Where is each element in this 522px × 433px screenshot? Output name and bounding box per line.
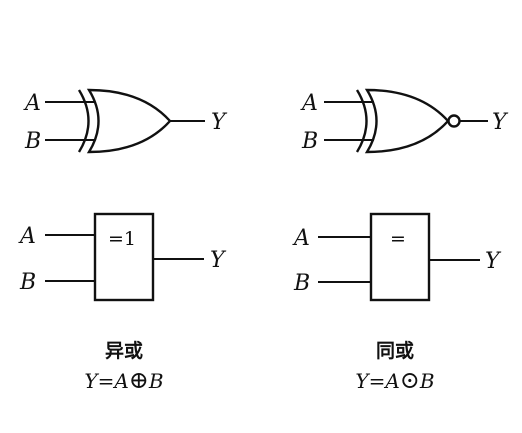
xor-gate-distinctive: A B Y [23, 88, 228, 154]
xnor-rect-output-label: Y [485, 249, 502, 274]
xor-operator-symbol: ⊕ [129, 366, 149, 394]
xnor-inversion-bubble [447, 114, 461, 128]
xor-input-a-label: A [23, 91, 41, 116]
xor-formula-rhs: B [148, 369, 164, 393]
xnor-rect-box [369, 212, 431, 302]
xnor-extra-input-arc [355, 89, 368, 153]
xnor-rect-input-b-label: B [293, 271, 310, 296]
xor-rect-input-a-label: A [18, 224, 36, 249]
xor-rect-symbol: =1 [108, 228, 136, 250]
xnor-formula-lhs: Y=A [355, 369, 399, 393]
xor-rect-input-b-label: B [19, 270, 36, 295]
xnor-formula-rhs: B [419, 369, 435, 393]
xnor-rect-symbol: = [390, 228, 406, 250]
xor-rect-output-label: Y [210, 248, 227, 273]
xor-gate-body [86, 88, 172, 154]
xnor-input-a-label: A [300, 91, 318, 116]
xnor-output-label: Y [492, 110, 509, 135]
xor-formula: Y=A⊕B [84, 366, 163, 394]
xnor-gate-distinctive: A B Y [300, 88, 509, 154]
xor-rect-box [93, 212, 155, 302]
xor-caption: 异或 [105, 339, 143, 362]
xnor-input-b-label: B [301, 129, 318, 154]
xnor-gate-rectangular: = A B Y [292, 212, 502, 302]
xor-input-b-label: B [24, 129, 41, 154]
xnor-operator-symbol: ⊙ [400, 366, 420, 394]
xor-output-label: Y [211, 110, 228, 135]
xor-gate-rectangular: =1 A B Y [18, 212, 227, 302]
xnor-caption: 同或 [376, 339, 414, 362]
xnor-gate-body [364, 88, 450, 154]
xor-formula-lhs: Y=A [84, 369, 128, 393]
xnor-rect-input-a-label: A [292, 226, 310, 251]
xnor-formula: Y=A⊙B [355, 366, 434, 394]
xor-extra-input-arc [77, 89, 90, 153]
